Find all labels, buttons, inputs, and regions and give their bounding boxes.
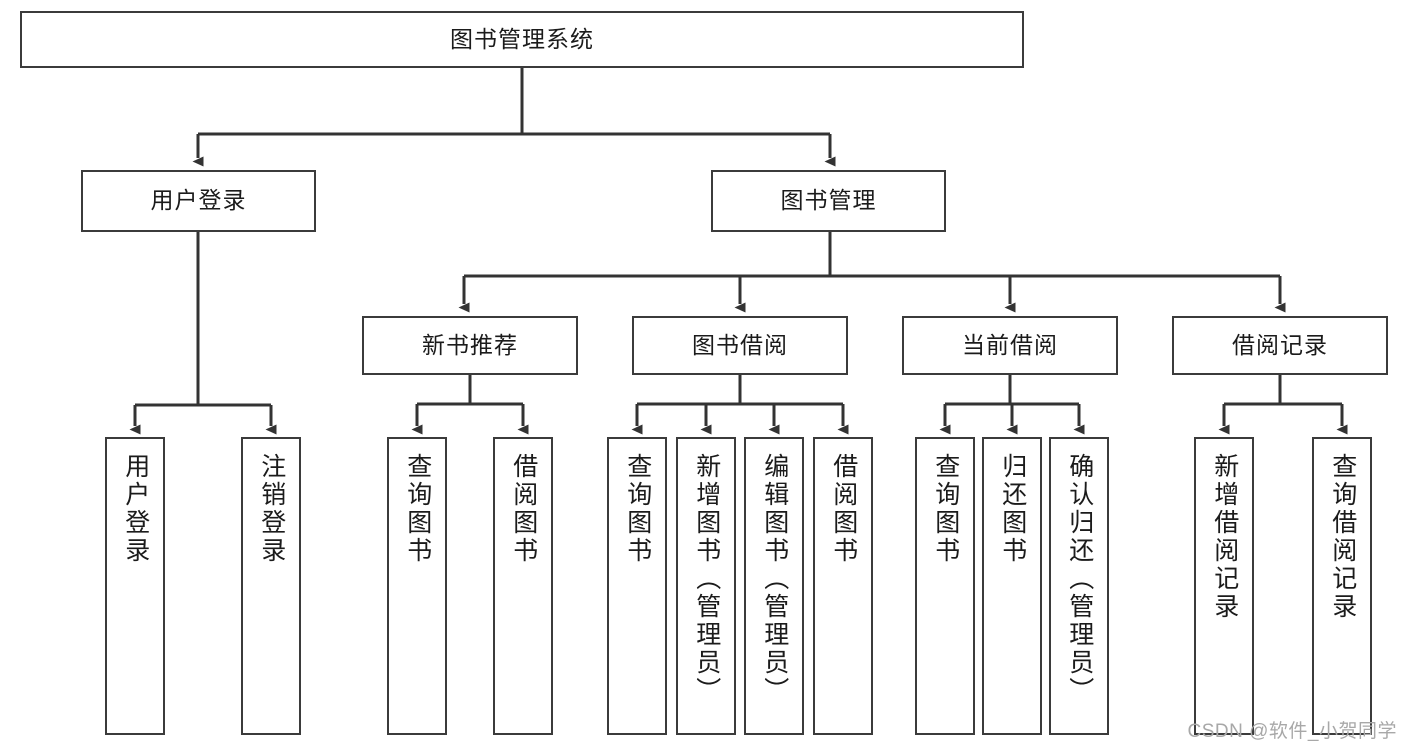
node-book-borrow-label: 图书借阅 (692, 331, 788, 358)
node-book-borrow[interactable]: 图书借阅 (632, 316, 848, 375)
node-leaf-borrow-book-1[interactable]: 借阅图书 (493, 437, 553, 735)
node-leaf-return-book[interactable]: 归还图书 (982, 437, 1042, 735)
node-root[interactable]: 图书管理系统 (20, 11, 1024, 68)
node-leaf-add-book-label: 新增图书（管理员） (692, 453, 721, 705)
node-book-manage-label: 图书管理 (780, 187, 877, 214)
node-leaf-add-record[interactable]: 新增借阅记录 (1194, 437, 1254, 735)
node-user-login[interactable]: 用户登录 (81, 170, 316, 232)
node-leaf-query-book-3-label: 查询图书 (931, 453, 960, 565)
node-book-manage[interactable]: 图书管理 (711, 170, 946, 232)
node-leaf-user-login[interactable]: 用户登录 (105, 437, 165, 735)
node-current-borrow-label: 当前借阅 (962, 331, 1058, 358)
node-leaf-return-book-label: 归还图书 (998, 453, 1027, 565)
node-leaf-query-book-2-label: 查询图书 (623, 453, 652, 565)
node-leaf-borrow-book-2[interactable]: 借阅图书 (813, 437, 873, 735)
node-current-borrow[interactable]: 当前借阅 (902, 316, 1118, 375)
node-leaf-query-book-1-label: 查询图书 (403, 453, 432, 565)
node-leaf-query-book-2[interactable]: 查询图书 (607, 437, 667, 735)
node-borrow-record[interactable]: 借阅记录 (1172, 316, 1388, 375)
node-leaf-borrow-book-1-label: 借阅图书 (509, 453, 538, 565)
node-leaf-user-logout-label: 注销登录 (257, 453, 286, 565)
node-leaf-add-record-label: 新增借阅记录 (1210, 453, 1239, 621)
node-leaf-confirm-return[interactable]: 确认归还（管理员） (1049, 437, 1109, 735)
node-leaf-user-logout[interactable]: 注销登录 (241, 437, 301, 735)
node-leaf-query-record-label: 查询借阅记录 (1328, 453, 1357, 621)
node-leaf-borrow-book-2-label: 借阅图书 (829, 453, 858, 565)
node-new-book-recommend-label: 新书推荐 (422, 331, 518, 358)
node-leaf-query-book-1[interactable]: 查询图书 (387, 437, 447, 735)
node-user-login-label: 用户登录 (150, 187, 247, 214)
node-leaf-confirm-return-label: 确认归还（管理员） (1065, 453, 1094, 705)
node-root-label: 图书管理系统 (450, 25, 594, 52)
node-leaf-query-record[interactable]: 查询借阅记录 (1312, 437, 1372, 735)
node-leaf-query-book-3[interactable]: 查询图书 (915, 437, 975, 735)
node-new-book-recommend[interactable]: 新书推荐 (362, 316, 578, 375)
node-borrow-record-label: 借阅记录 (1232, 331, 1328, 358)
node-leaf-user-login-label: 用户登录 (121, 453, 150, 565)
node-leaf-add-book[interactable]: 新增图书（管理员） (676, 437, 736, 735)
node-leaf-edit-book-label: 编辑图书（管理员） (760, 453, 789, 705)
node-leaf-edit-book[interactable]: 编辑图书（管理员） (744, 437, 804, 735)
